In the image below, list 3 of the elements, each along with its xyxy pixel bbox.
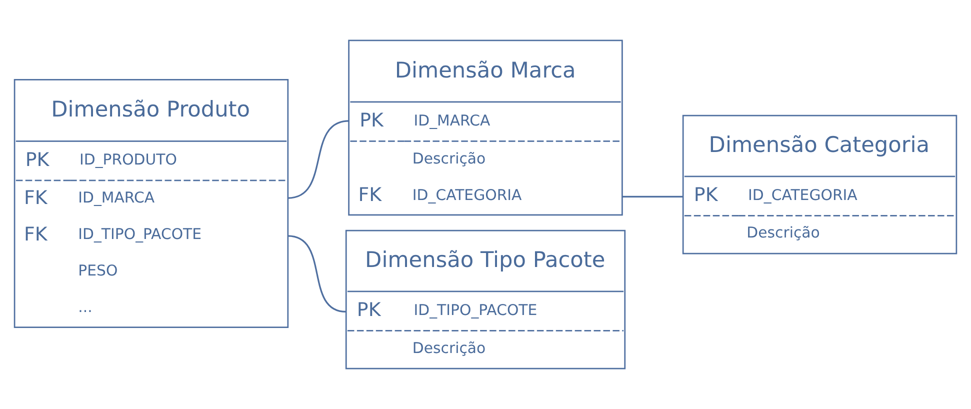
connector <box>288 235 346 313</box>
connector <box>288 120 349 199</box>
connector <box>622 196 684 198</box>
